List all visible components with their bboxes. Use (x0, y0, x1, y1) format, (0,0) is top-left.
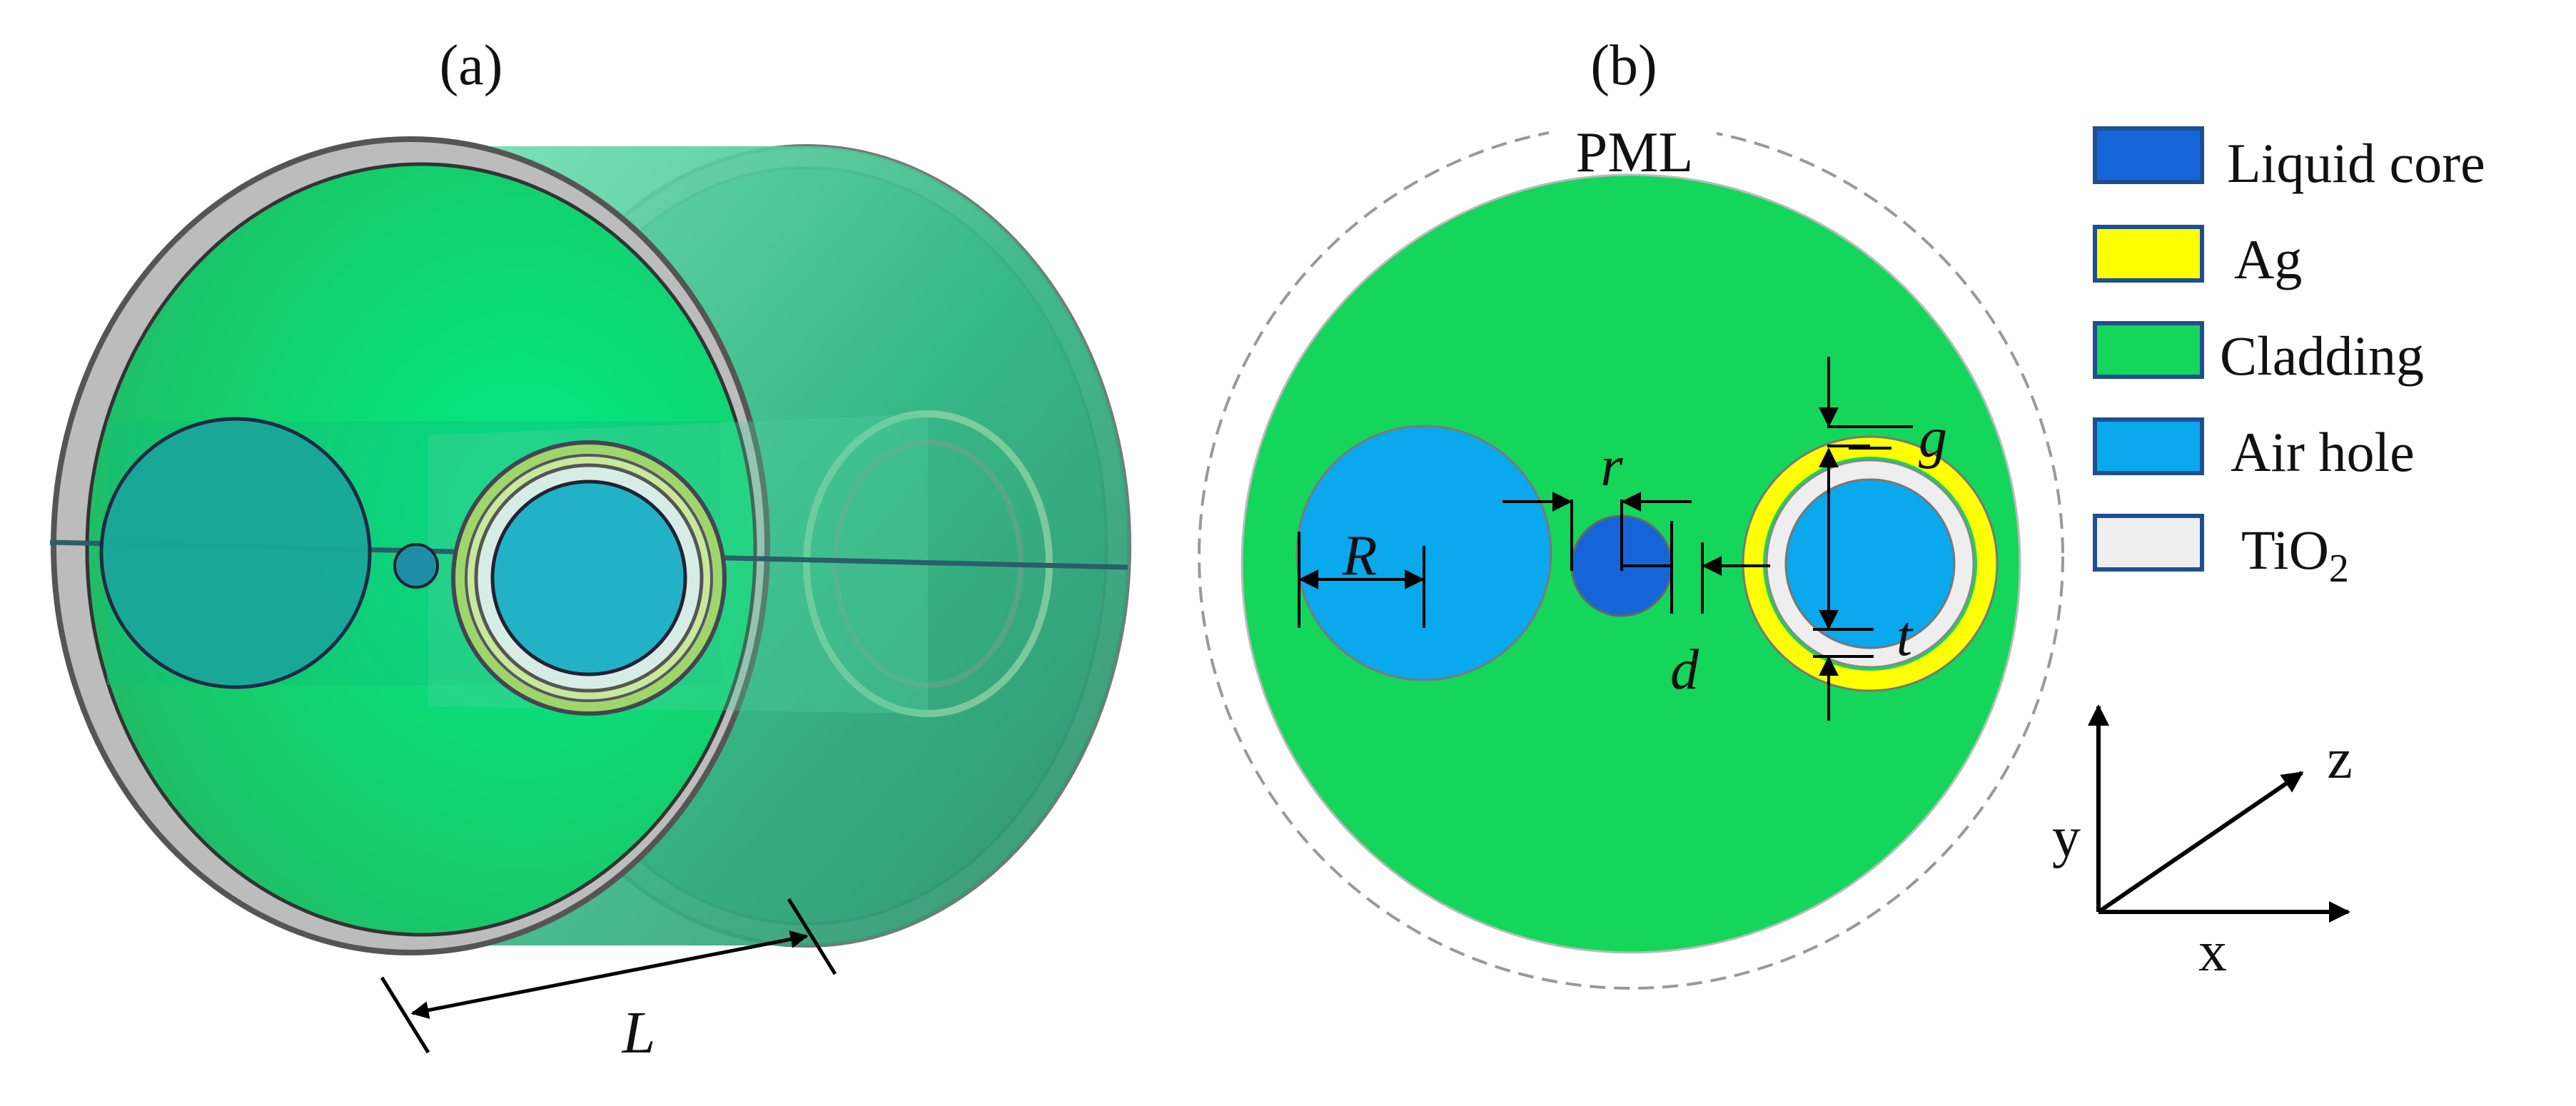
y-axis-label: y (2052, 806, 2081, 869)
z-axis-label: z (2327, 728, 2353, 791)
t-label: t (1896, 605, 1914, 668)
liquid-core-3d (393, 543, 439, 589)
legend-label-liquid-core: Liquid core (2227, 132, 2485, 194)
legend-swatch-ag (2093, 225, 2204, 283)
l-dim-label: L (622, 1000, 656, 1066)
l-dim-arrow (410, 930, 809, 1019)
legend-label-ag: Ag (2234, 228, 2302, 290)
legend-item-tio2: TiO2 (2093, 514, 2349, 591)
pml-label: PML (1576, 121, 1694, 184)
legend-label-tio2: TiO2 (2241, 519, 2349, 591)
pml-label-bg (1549, 121, 1717, 182)
panel-b-label: (b) (1590, 34, 1657, 97)
legend-item-cladding: Cladding (2093, 321, 2424, 387)
panel-a-label: (a) (440, 34, 503, 97)
inner-air-hole-3d (490, 480, 687, 676)
panel-a: (a) L (49, 34, 1131, 1066)
legend-swatch-liquid-core (2093, 126, 2204, 184)
r-label: r (1600, 435, 1623, 498)
d-label: d (1670, 639, 1699, 701)
g-label: g (1919, 407, 1947, 470)
legend-item-ag: Ag (2093, 225, 2302, 290)
inner-air-hole (1784, 478, 1956, 649)
l-dim-tick-left (380, 976, 430, 1054)
legend: Liquid core Ag Cladding Air hole TiO2 (2093, 126, 2485, 591)
legend-swatch-tio2 (2093, 514, 2204, 572)
x-axis-label: x (2198, 920, 2227, 983)
legend-swatch-cladding (2093, 321, 2204, 379)
legend-swatch-air-hole (2093, 417, 2204, 475)
legend-label-tio2-sub: 2 (2329, 547, 2349, 591)
legend-label-cladding: Cladding (2220, 325, 2424, 387)
R-label: R (1342, 524, 1378, 587)
panel-b: (b) PML R r d (1198, 34, 2064, 990)
l-dim-tick-right (787, 898, 837, 975)
legend-label-air-hole: Air hole (2231, 421, 2415, 483)
legend-item-liquid-core: Liquid core (2093, 126, 2485, 194)
coordinate-axes: y x z (2052, 704, 2353, 983)
z-axis-arrow (2097, 771, 2304, 914)
legend-item-air-hole: Air hole (2093, 417, 2415, 483)
legend-label-tio2-main: TiO (2241, 519, 2329, 581)
large-air-hole-3d (99, 417, 372, 689)
